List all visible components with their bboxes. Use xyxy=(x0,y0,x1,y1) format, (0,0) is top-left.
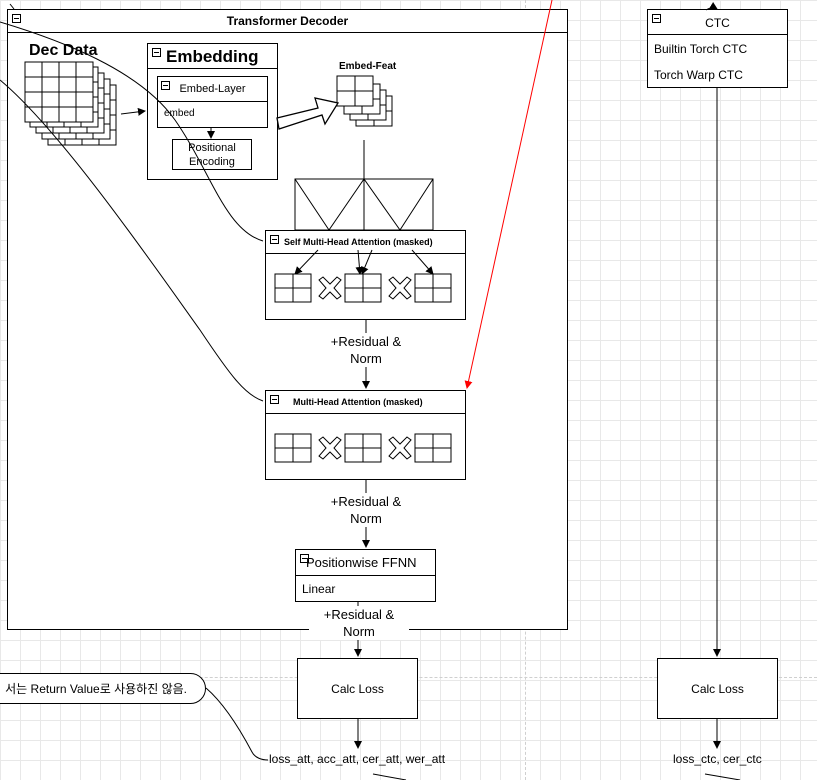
note-text: 서는 Return Value로 사용하진 않음. xyxy=(5,682,187,696)
wire-to-self-attention xyxy=(0,21,264,242)
key-matrix xyxy=(344,273,382,303)
collapse-icon[interactable] xyxy=(270,395,279,404)
embed-layer-title: Embed-Layer xyxy=(179,83,246,95)
ffnn-box[interactable]: Positionwise FFNN Linear xyxy=(295,549,436,602)
multiply-icon xyxy=(318,436,342,460)
value-matrix xyxy=(414,433,452,463)
title-divider xyxy=(158,101,267,102)
multi-head-attention-matrices xyxy=(274,433,452,463)
collapse-icon[interactable] xyxy=(12,14,21,23)
multiply-icon xyxy=(388,436,412,460)
red-wire xyxy=(464,0,553,389)
title-divider xyxy=(148,68,277,69)
query-matrix xyxy=(274,433,312,463)
multi-head-attention-title: Multi-Head Attention (masked) xyxy=(293,397,423,407)
title-divider xyxy=(296,575,435,576)
collapse-icon[interactable] xyxy=(300,554,309,563)
positional-encoding-label: Positional Encoding xyxy=(188,141,236,168)
residual-norm-label-3: +Residual & Norm xyxy=(309,606,409,640)
calc-loss-ctc-box[interactable]: Calc Loss xyxy=(657,658,778,719)
collapse-icon[interactable] xyxy=(152,48,161,57)
multiply-icon xyxy=(318,276,342,300)
collapse-icon[interactable] xyxy=(270,235,279,244)
embed-feat-grid-layer xyxy=(336,75,374,107)
self-attention-title: Self Multi-Head Attention (masked) xyxy=(284,237,433,247)
note-connector xyxy=(205,687,269,761)
calc-loss-att-box[interactable]: Calc Loss xyxy=(297,658,418,719)
residual-norm-label-2: +Residual & Norm xyxy=(316,493,416,527)
positional-encoding-box[interactable]: Positional Encoding xyxy=(172,139,252,170)
ctc-item-builtin: Builtin Torch CTC xyxy=(654,42,748,56)
self-attention-matrices xyxy=(274,273,452,303)
note-bubble: 서는 Return Value로 사용하진 않음. xyxy=(0,673,206,704)
query-matrix xyxy=(274,273,312,303)
ffnn-item: Linear xyxy=(302,582,336,596)
title-divider xyxy=(266,413,465,414)
block-arrow-icon xyxy=(276,97,340,130)
qkv-fan-lines xyxy=(294,178,434,231)
outputs-ctc-label: loss_ctc, cer_ctc xyxy=(673,752,762,766)
embedding-title: Embedding xyxy=(166,47,259,66)
key-matrix xyxy=(344,433,382,463)
calc-loss-att-label: Calc Loss xyxy=(331,681,384,696)
outputs-att-label: loss_att, acc_att, cer_att, wer_att xyxy=(269,752,446,766)
multiply-icon xyxy=(388,276,412,300)
calc-loss-ctc-label: Calc Loss xyxy=(691,681,744,696)
wire-to-mha xyxy=(0,79,264,402)
ctc-box[interactable]: CTC Builtin Torch CTC Torch Warp CTC xyxy=(647,9,788,88)
transformer-decoder-title: Transformer Decoder xyxy=(226,14,349,28)
collapse-icon[interactable] xyxy=(652,14,661,23)
embed-feat-grid-stack xyxy=(336,75,393,127)
title-divider xyxy=(266,253,465,254)
ffnn-title: Positionwise FFNN xyxy=(306,555,417,570)
dec-data-grid-layer xyxy=(24,61,94,123)
value-matrix xyxy=(414,273,452,303)
title-divider xyxy=(8,32,567,33)
embed-layer-item: embed xyxy=(164,108,195,119)
embed-layer-box[interactable]: Embed-Layer embed xyxy=(157,76,268,128)
collapse-icon[interactable] xyxy=(161,81,170,90)
dec-data-grid-stack xyxy=(24,61,117,146)
ctc-title: CTC xyxy=(705,16,730,30)
residual-norm-label-1: +Residual & Norm xyxy=(316,333,416,367)
dec-data-label: Dec Data xyxy=(29,42,98,59)
title-divider xyxy=(648,34,787,35)
embed-feat-label: Embed-Feat xyxy=(339,61,397,72)
arrow-dec-to-embedding xyxy=(120,107,146,116)
ctc-item-warp: Torch Warp CTC xyxy=(654,68,743,82)
